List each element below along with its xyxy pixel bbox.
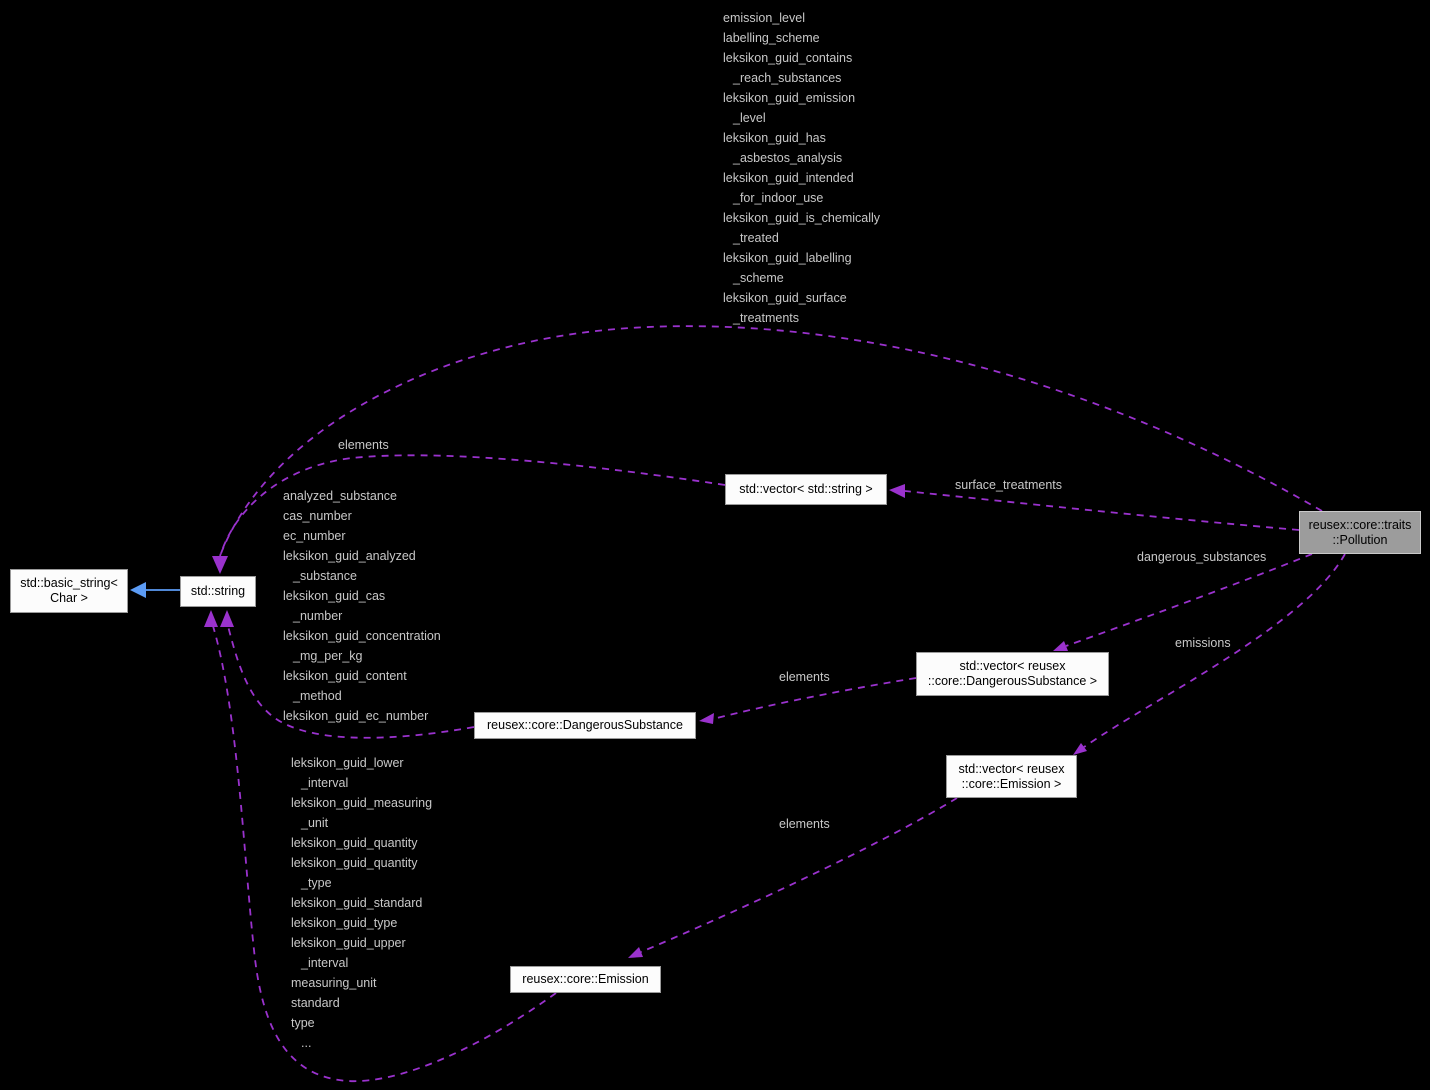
node-label-line: ::Pollution [1332,532,1388,547]
edge-label-emissions: emissions [1175,636,1231,650]
field-line: ... [301,1036,312,1050]
field-line: ec_number [283,529,346,543]
field-line: labelling_scheme [723,31,820,45]
field-line: leksikon_guid_quantity [291,856,418,870]
field-line: _for_indoor_use [733,191,824,205]
edge-label-dangerous-substances: dangerous_substances [1137,550,1267,564]
field-line: leksikon_guid_type [291,916,398,930]
field-line: _method [293,689,342,703]
field-list-emission-strings: leksikon_guid_lower _interval leksikon_g… [291,753,432,1053]
edge-pollution-to-vector-string [889,484,1300,531]
field-line: leksikon_guid_measuring [291,796,433,810]
field-line: leksikon_guid_content [283,669,407,683]
edge-vector-dangerous-to-dangerous [699,677,917,724]
field-line: leksikon_guid_upper [291,936,406,950]
field-line: _asbestos_analysis [733,151,843,165]
node-std-string[interactable]: std::string [180,576,256,607]
node-label-line: std::basic_string< [20,576,118,590]
field-line: leksikon_guid_emission [723,91,856,105]
field-line: cas_number [283,509,352,523]
edge-pollution-to-vector-emission [1073,553,1346,755]
edge-label-elements-vector-string: elements [338,438,389,452]
edge-pollution-to-string [219,325,1323,557]
node-label-line: std::vector< std::string > [739,482,873,496]
field-line: _treated [733,231,779,245]
field-list-dangerous-strings: analyzed_substance cas_number ec_number … [283,486,441,726]
node-label-line: ::core::DangerousSubstance > [927,674,1098,688]
field-line: leksikon_guid_concentration [283,629,441,643]
field-line: analyzed_substance [283,489,397,503]
node-std-vector-string[interactable]: std::vector< std::string > [725,474,887,505]
node-std-vector-emission[interactable]: std::vector< reusex ::core::Emission > [946,755,1077,798]
node-label-line: reusex::core::Emission [522,972,649,986]
field-line: leksikon_guid_has [723,131,826,145]
node-label-line: std::vector< reusex [959,659,1066,673]
field-line: leksikon_guid_standard [291,896,423,910]
field-line: leksikon_guid_ec_number [283,709,429,723]
node-label-line: reusex::core::DangerousSubstance [487,718,683,732]
field-line: leksikon_guid_surface [723,291,847,305]
field-line: leksikon_guid_contains [723,51,853,65]
field-line: leksikon_guid_is_chemically [723,211,881,225]
field-line: leksikon_guid_quantity [291,836,418,850]
node-label-line: ::core::Emission > [961,776,1062,791]
edge-string-inherits-basic-string [130,582,180,598]
field-line: leksikon_guid_lower [291,756,404,770]
field-line: _level [733,111,766,125]
node-std-vector-dangerous-substance[interactable]: std::vector< reusex ::core::DangerousSub… [916,652,1109,696]
field-line: _number [293,609,343,623]
field-line: _scheme [733,271,784,285]
field-line: measuring_unit [291,976,377,990]
edge-pollution-to-vector-dangerous [1053,553,1313,651]
field-line: _mg_per_kg [293,649,363,663]
node-std-basic-string[interactable]: std::basic_string< Char > [10,569,128,613]
field-list-pollution-strings: emission_level labelling_scheme leksikon… [723,8,880,328]
edge-dangerous-to-string [220,610,475,739]
field-line: _treatments [733,311,800,325]
field-line: _interval [301,776,349,790]
field-line: leksikon_guid_cas [283,589,386,603]
field-line: type [291,1016,315,1030]
field-line: leksikon_guid_intended [723,171,854,185]
edge-label-surface-treatments: surface_treatments [955,478,1062,492]
node-label-line: std::vector< reusex [958,761,1065,776]
node-dangerous-substance[interactable]: reusex::core::DangerousSubstance [474,712,696,739]
field-line: standard [291,996,340,1010]
edge-label-elements-vector-emission: elements [779,817,830,831]
edge-emission-to-string [204,610,557,1083]
edge-label-elements-vector-dangerous: elements [779,670,830,684]
field-line: leksikon_guid_labelling [723,251,852,265]
field-line: leksikon_guid_analyzed [283,549,416,563]
edge-vector-string-to-string [212,454,726,574]
node-emission[interactable]: reusex::core::Emission [510,966,661,993]
node-label-line: Char > [50,591,88,605]
field-line: _interval [301,956,349,970]
field-line: _reach_substances [733,71,842,85]
field-line: _unit [301,816,329,830]
node-label-line: std::string [190,584,246,598]
node-label-line: reusex::core::traits [1308,517,1412,532]
edge-vector-emission-to-emission [628,797,958,958]
field-line: emission_level [723,11,805,25]
field-line: _type [301,876,332,890]
node-pollution[interactable]: reusex::core::traits ::Pollution [1299,511,1421,554]
field-line: _substance [293,569,357,583]
